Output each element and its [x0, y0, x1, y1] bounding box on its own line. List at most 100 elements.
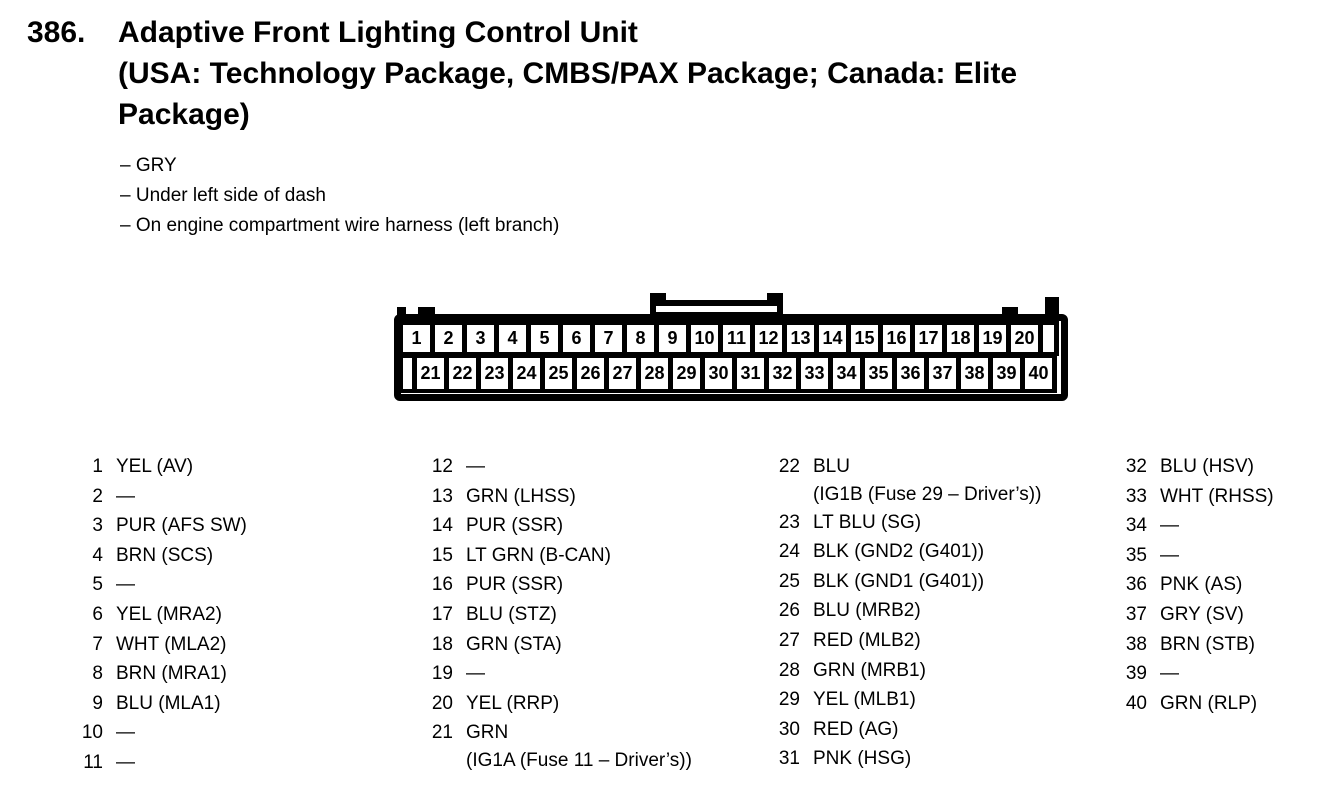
page-title: Adaptive Front Lighting Control Unit(USA…	[118, 12, 1017, 135]
pin-label: BLK (GND1 (G401))	[813, 567, 984, 597]
pin-label-text: BLU	[813, 456, 850, 477]
pin-cell: 2	[435, 325, 462, 352]
page-title-line: (USA: Technology Package, CMBS/PAX Packa…	[118, 57, 1018, 90]
pin-row: 17 BLU (STZ)	[423, 600, 692, 630]
pin-cell: 10	[691, 325, 718, 352]
pin-number: 9	[92, 692, 103, 714]
pin-number: 17	[431, 603, 453, 625]
pin-label-text: —	[1160, 663, 1179, 685]
pin-label-text: BRN (MRA1)	[116, 663, 227, 685]
pin-label-text: —	[1160, 544, 1179, 566]
pin-label-text: PUR (SSR)	[466, 574, 564, 596]
pin-label: BLU (MRB2)	[813, 596, 921, 626]
pin-label: GRN(IG1A (Fuse 11 – Driver’s))	[466, 718, 692, 774]
pin-cell: 16	[883, 325, 910, 352]
pin-label: —	[466, 659, 485, 689]
pin-row: 32 BLU (HSV)	[1117, 452, 1274, 482]
pin-cell: 32	[769, 358, 796, 389]
pin-label-text: —	[116, 722, 135, 744]
pin-row: 11—	[73, 748, 247, 778]
pin-row: 19—	[423, 659, 692, 689]
pin-cell: 4	[499, 325, 526, 352]
pin-number: 15	[431, 544, 453, 566]
pin-label: BRN (MRA1)	[116, 659, 227, 689]
pin-label-text: BLU (HSV)	[1160, 456, 1254, 477]
pin-label: YEL (AV)	[116, 452, 193, 482]
pin-number: 25	[778, 570, 800, 592]
pin-number: 37	[1125, 603, 1147, 625]
pin-label: GRY (SV)	[1160, 600, 1244, 630]
pin-cell: 25	[545, 358, 572, 389]
pin-label-text: GRN (RLP)	[1160, 692, 1258, 714]
pin-label: GRN (LHSS)	[466, 482, 576, 512]
pin-number: 32	[1125, 456, 1147, 477]
pin-label-text: LT GRN (B-CAN)	[466, 544, 611, 566]
pin-label-text: WHT (RHSS)	[1160, 485, 1274, 507]
connector-keyway-slot	[403, 358, 412, 389]
pin-row: 30 RED (AG)	[770, 715, 1041, 745]
pin-row: 40 GRN (RLP)	[1117, 689, 1274, 719]
pin-label: YEL (MRA2)	[116, 600, 222, 630]
pin-cell: 1	[403, 325, 430, 352]
pin-row: 6 YEL (MRA2)	[73, 600, 247, 630]
pin-number: 35	[1125, 544, 1147, 566]
pin-cell: 28	[641, 358, 668, 389]
pin-number: 40	[1125, 692, 1147, 714]
note-line: – Under left side of dash	[120, 185, 326, 206]
pin-cell: 14	[819, 325, 846, 352]
pin-label-text: BLU (MLA1)	[116, 692, 221, 714]
pin-row: 37 GRY (SV)	[1117, 600, 1274, 630]
pin-cell: 9	[659, 325, 686, 352]
pin-number: 29	[778, 689, 800, 711]
pin-label: —	[1160, 541, 1179, 571]
pin-row: 8 BRN (MRA1)	[73, 659, 247, 689]
pin-label-text: —	[116, 751, 135, 773]
pin-cell: 34	[833, 358, 860, 389]
pin-number: 6	[92, 603, 103, 625]
pin-row: 13 GRN (LHSS)	[423, 482, 692, 512]
pin-label-continuation: (IG1B (Fuse 29 – Driver’s))	[813, 483, 1042, 505]
pin-cell: 31	[737, 358, 764, 389]
connector-tab	[1045, 297, 1059, 319]
pin-label: BLU (HSV)	[1160, 452, 1254, 482]
pin-cell: 3	[467, 325, 494, 352]
pin-number: 13	[431, 485, 453, 507]
pin-number: 36	[1125, 574, 1147, 596]
pin-label: GRN (RLP)	[1160, 689, 1257, 719]
pin-label-text: PUR (AFS SW)	[116, 515, 247, 537]
pin-label: RED (AG)	[813, 715, 899, 745]
pin-label: —	[116, 718, 135, 748]
connector-keyway-slot	[1043, 325, 1054, 352]
pin-number: 21	[431, 722, 453, 744]
pin-cell: 13	[787, 325, 814, 352]
pin-label-text: BLU (STZ)	[466, 603, 557, 625]
pin-number: 8	[92, 663, 103, 685]
pin-label: WHT (RHSS)	[1160, 482, 1274, 512]
pin-number: 23	[778, 511, 800, 533]
pin-cell: 36	[897, 358, 924, 389]
pin-label: —	[1160, 511, 1179, 541]
pin-number: 39	[1125, 663, 1147, 685]
pin-label: —	[466, 452, 485, 482]
pin-label: GRN (MRB1)	[813, 656, 926, 686]
pin-label-text: —	[116, 485, 135, 507]
pin-number: 16	[431, 574, 453, 596]
pin-row: 10—	[73, 718, 247, 748]
pin-number: 30	[778, 718, 800, 740]
pin-number: 4	[92, 544, 103, 566]
pin-label-text: GRN (LHSS)	[466, 485, 576, 507]
